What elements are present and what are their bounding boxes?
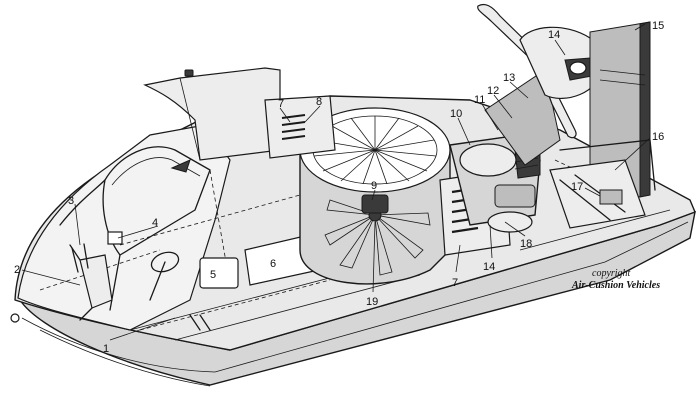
callout-1: 1 <box>103 343 109 355</box>
callout-numbers: 1 2 3 4 5 6 7 7 8 9 10 11 12 13 14 14 15… <box>14 20 664 355</box>
callout-12: 12 <box>487 85 499 97</box>
credit-line-2: Air-Cushion Vehicles <box>571 280 660 291</box>
stern-structure <box>519 159 671 251</box>
callout-leaders <box>21 23 651 341</box>
callout-14-top: 14 <box>548 29 560 41</box>
callout-10: 10 <box>450 108 462 120</box>
callout-7-top: 7 <box>278 98 284 110</box>
lift-fan-duct <box>299 107 451 285</box>
callout-18: 18 <box>520 238 532 250</box>
propulsion-unit <box>477 3 656 206</box>
callout-7-bottom: 7 <box>452 277 458 289</box>
callout-13: 13 <box>503 72 515 84</box>
callout-8: 8 <box>316 96 322 108</box>
callout-17: 17 <box>571 181 583 193</box>
callout-19: 19 <box>366 296 378 308</box>
callout-16: 16 <box>652 131 664 143</box>
callout-9: 9 <box>371 180 377 192</box>
credit-line-1: copyright <box>592 268 631 279</box>
copyright-credit: copyright Air-Cushion Vehicles <box>571 268 660 291</box>
callout-5: 5 <box>210 269 216 281</box>
callout-6: 6 <box>270 258 276 270</box>
interior-structure <box>39 149 441 341</box>
callout-11: 11 <box>474 94 485 106</box>
callout-14-bottom: 14 <box>483 261 495 273</box>
callout-15: 15 <box>652 20 664 32</box>
callout-4: 4 <box>152 217 158 229</box>
callout-3: 3 <box>68 195 74 207</box>
callout-2: 2 <box>14 264 20 276</box>
